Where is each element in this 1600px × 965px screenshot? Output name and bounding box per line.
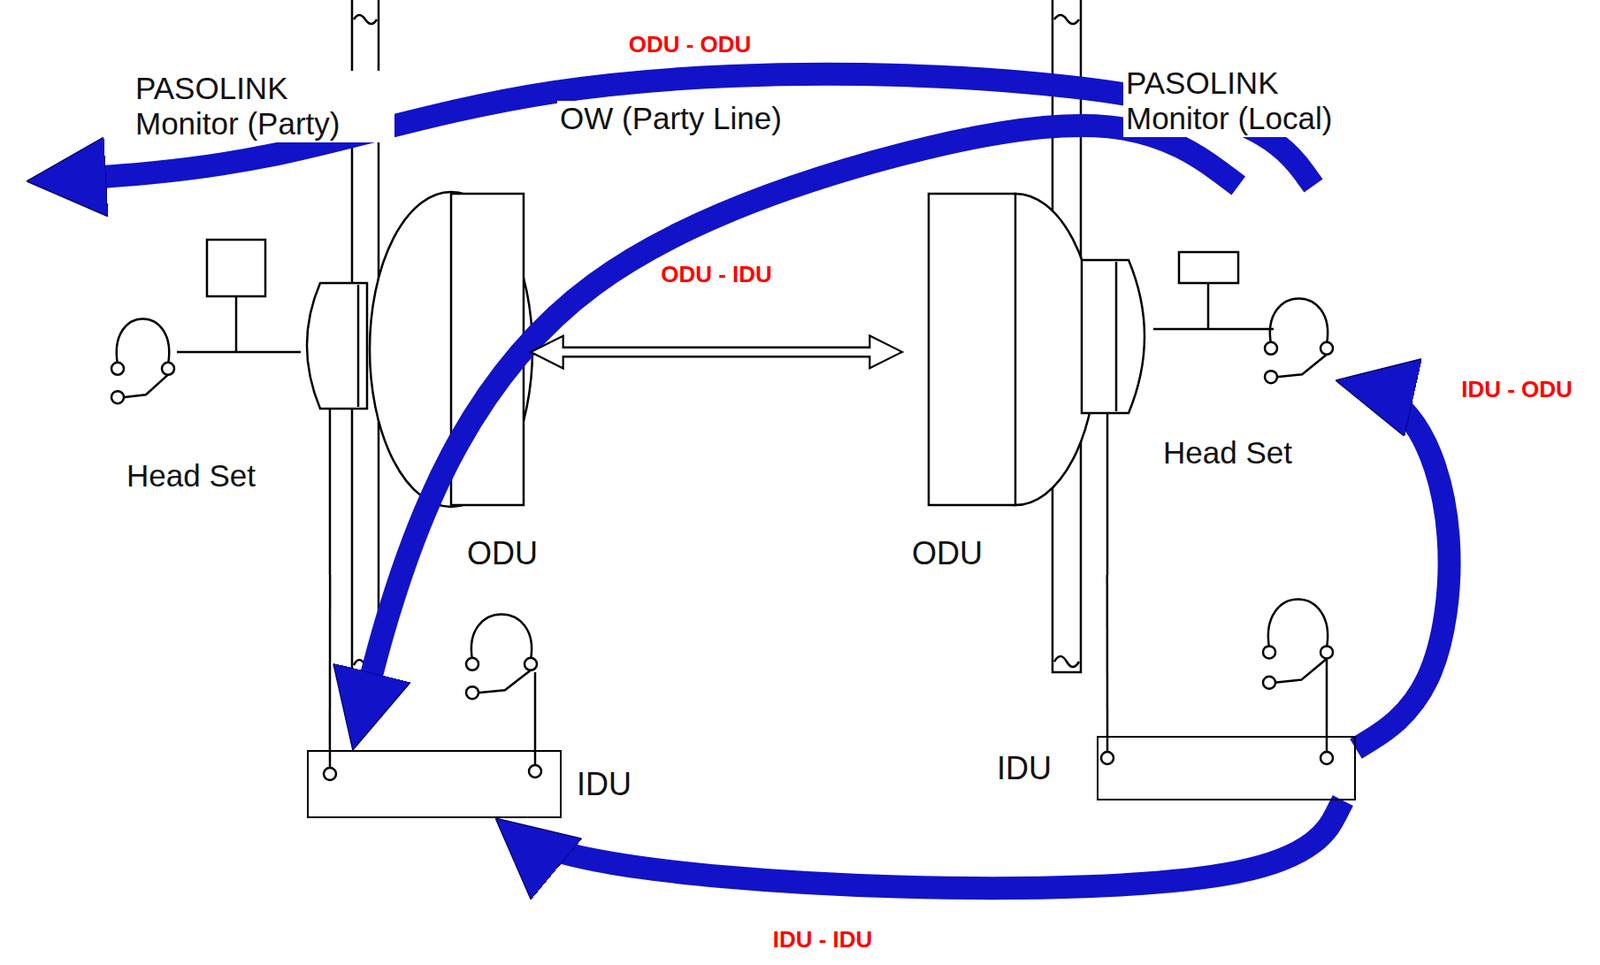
left-mount [306, 283, 368, 409]
monitor-wire [1153, 283, 1274, 330]
earpiece [1320, 342, 1333, 355]
headsets [111, 298, 1333, 699]
odu-unit: ODU [902, 185, 1336, 575]
left-monitor-box [206, 239, 266, 297]
mic-boom [1276, 354, 1327, 377]
earpiece [466, 658, 479, 671]
idu-area [306, 750, 562, 819]
right-mount [1081, 260, 1145, 414]
part-label: PASOLINK Monitor (Local) [1123, 65, 1386, 138]
part-label: PASOLINK Monitor (Party) [132, 70, 395, 143]
headband [1268, 599, 1328, 649]
unit-label: IDU [574, 765, 635, 803]
microphone [1263, 676, 1276, 689]
headband [471, 613, 532, 659]
microphone [111, 390, 124, 404]
right-odu-panel [928, 193, 1016, 506]
orderwire-arrow [495, 800, 1343, 889]
odu-unit: ODU [26, 159, 531, 575]
terminal [1101, 751, 1114, 765]
microphone [1264, 370, 1278, 383]
earpiece [111, 362, 124, 376]
headset-label: Head Set [123, 458, 259, 494]
headset-label: Head Set [1160, 435, 1295, 471]
cable [329, 750, 332, 768]
mount-edge [1115, 261, 1118, 412]
earpiece [161, 362, 175, 376]
link-label: ODU - ODU [625, 30, 756, 59]
orderwire-arrow [352, 125, 1239, 751]
idu-box: IDU [306, 750, 562, 819]
cable-line [1106, 574, 1110, 736]
mic-boom [1274, 658, 1327, 683]
earpiece [1263, 645, 1276, 659]
monitor-wire [176, 296, 301, 353]
earpiece [1264, 342, 1278, 355]
headset-icon [466, 613, 537, 699]
link-label: IDU - ODU [1457, 375, 1577, 404]
link-label: IDU - IDU [769, 926, 877, 954]
radio-link-arrow [530, 345, 903, 358]
arrow-inner [530, 348, 903, 356]
headset-icon [111, 318, 175, 404]
cable [1106, 413, 1110, 575]
mic-boom [477, 670, 531, 693]
cable [1106, 735, 1110, 752]
unit-label: IDU [994, 750, 1055, 787]
unit-label: ODU [909, 535, 986, 572]
headband [116, 318, 169, 364]
mic-boom [122, 375, 169, 398]
right-monitor-box [1178, 252, 1239, 284]
microphone [466, 686, 479, 699]
link-label: ODU - IDU [657, 260, 776, 289]
part-label: OW (Party Line) [557, 100, 785, 137]
earpiece [1320, 645, 1333, 659]
pole-break [353, 15, 377, 24]
headband [1270, 298, 1328, 344]
terminal [528, 765, 542, 778]
cable-line [329, 574, 332, 751]
terminal [1320, 751, 1333, 765]
mount-edge [357, 284, 360, 407]
pole-break [1054, 15, 1080, 24]
earpiece [524, 658, 537, 671]
idu-box: IDU [1096, 735, 1356, 801]
orderwire-arrow [1335, 380, 1450, 750]
terminal [323, 767, 337, 781]
unit-label: ODU [464, 535, 541, 572]
headset-icon [1264, 298, 1333, 383]
headset-icon [1263, 599, 1333, 689]
cable [329, 408, 332, 575]
pole-break [1054, 656, 1080, 667]
headset-cord [1325, 658, 1329, 752]
